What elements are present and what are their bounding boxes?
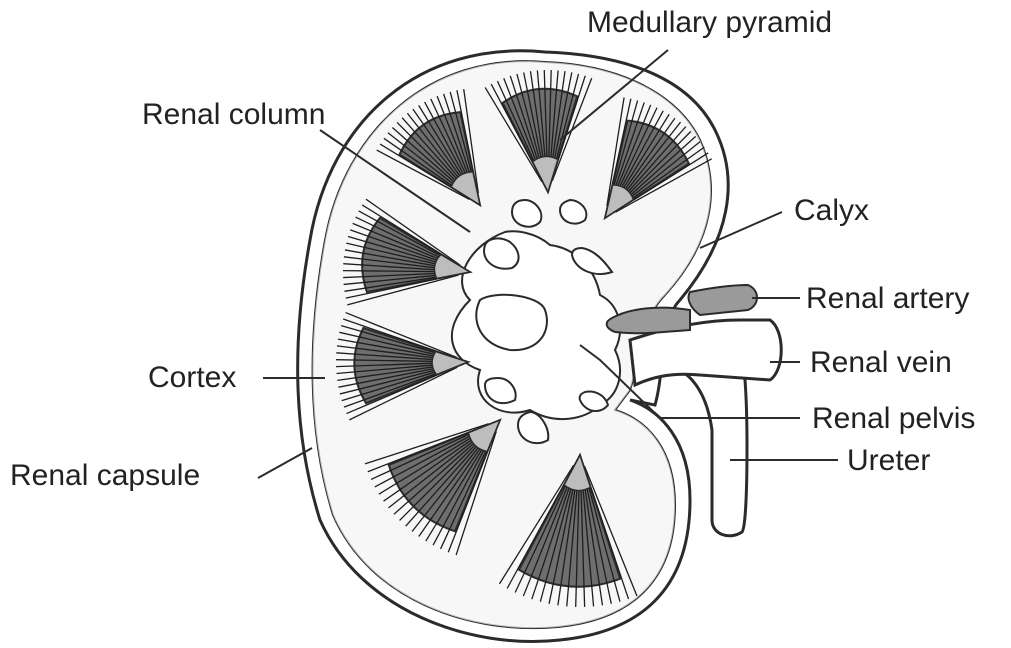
label-renal-pelvis: Renal pelvis: [812, 402, 975, 435]
label-renal-vein: Renal vein: [810, 346, 952, 379]
label-ureter: Ureter: [847, 444, 930, 477]
renal-artery: [688, 285, 757, 315]
label-renal-column: Renal column: [142, 98, 325, 131]
label-calyx: Calyx: [794, 194, 869, 227]
label-cortex: Cortex: [148, 361, 236, 394]
label-renal-capsule: Renal capsule: [10, 459, 200, 492]
label-renal-artery: Renal artery: [806, 282, 969, 315]
label-medullary-pyramid: Medullary pyramid: [587, 6, 832, 39]
